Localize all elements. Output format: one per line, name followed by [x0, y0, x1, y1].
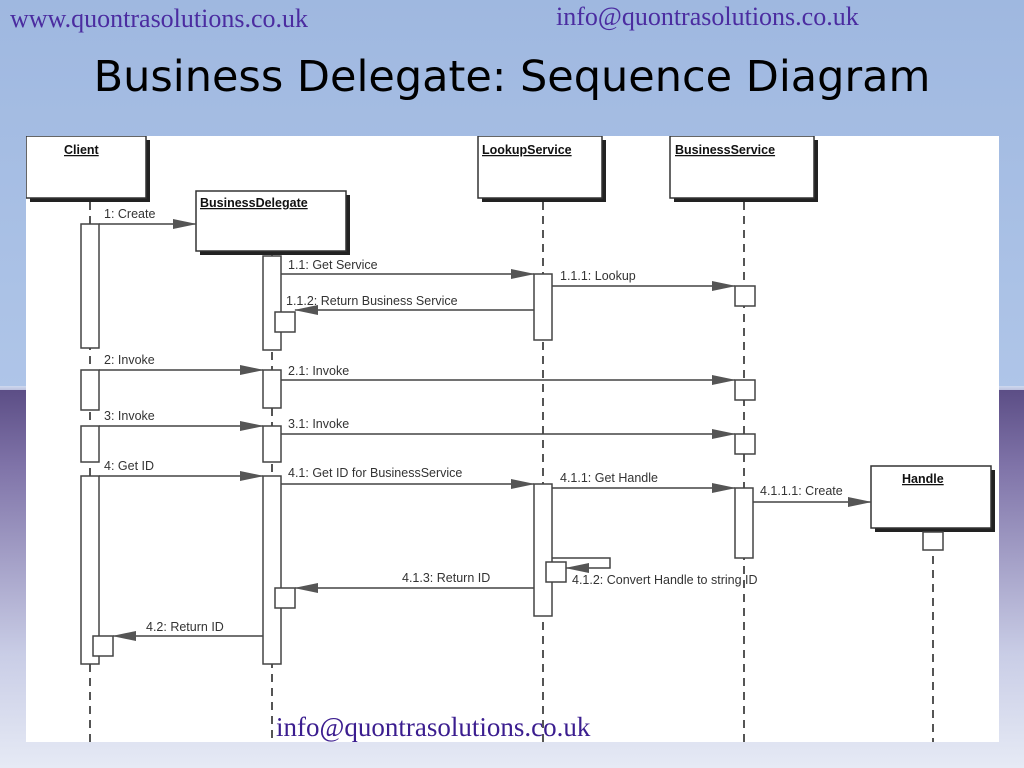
activation-bd-1	[262, 255, 282, 351]
activation-client-3	[80, 425, 100, 463]
label-m31: 3.1: Invoke	[288, 417, 349, 431]
activation-lookup-1	[533, 273, 553, 341]
participant-client-label: Client	[64, 143, 100, 157]
label-m3: 3: Invoke	[104, 409, 155, 423]
activation-client-return	[92, 635, 114, 657]
label-m1: 1: Create	[104, 207, 155, 221]
activation-handle	[922, 531, 944, 551]
label-m4111: 4.1.1.1: Create	[760, 484, 843, 498]
label-m11: 1.1: Get Service	[288, 258, 378, 272]
label-m42: 4.2: Return ID	[146, 620, 224, 634]
participant-lookupservice-label: LookupService	[482, 143, 572, 157]
slide-title: Business Delegate: Sequence Diagram	[93, 52, 931, 102]
participant-handle: Handle	[870, 465, 995, 532]
participant-businessservice-label: BusinessService	[675, 143, 775, 157]
activation-bd-4	[262, 475, 282, 665]
email-link-top[interactable]: info@quontrasolutions.co.uk	[556, 2, 859, 31]
participant-businessservice: BusinessService	[669, 136, 818, 202]
email-link-bottom[interactable]: info@quontrasolutions.co.uk	[276, 712, 591, 742]
activation-client-1	[80, 223, 100, 349]
label-m2: 2: Invoke	[104, 353, 155, 367]
label-m41: 4.1: Get ID for BusinessService	[288, 466, 462, 480]
activation-bd-3	[262, 425, 282, 463]
label-m112: 1.1.2: Return Business Service	[286, 294, 458, 308]
participant-businessdelegate-label: BusinessDelegate	[200, 196, 308, 210]
label-m411: 4.1.1: Get Handle	[560, 471, 658, 485]
activation-bs-2	[734, 379, 756, 401]
label-m111: 1.1.1: Lookup	[560, 269, 636, 283]
activation-bd-return-2	[274, 587, 296, 609]
activation-bd-return-1	[274, 311, 296, 333]
participant-client: Client	[26, 136, 150, 202]
label-m21: 2.1: Invoke	[288, 364, 349, 378]
activation-bd-2	[262, 369, 282, 409]
participant-businessdelegate: BusinessDelegate	[195, 190, 350, 255]
sequence-diagram-canvas: Client BusinessDelegate LookupService Bu…	[26, 136, 995, 742]
label-m4: 4: Get ID	[104, 459, 154, 473]
label-m412: 4.1.2: Convert Handle to string ID	[572, 573, 758, 587]
activation-client-4	[80, 475, 100, 665]
activation-bs-1	[734, 285, 756, 307]
participant-lookupservice: LookupService	[477, 136, 606, 202]
activation-client-2	[80, 369, 100, 411]
website-link[interactable]: www.quontrasolutions.co.uk	[10, 4, 309, 33]
arrow-m412	[552, 557, 611, 573]
label-m413: 4.1.3: Return ID	[402, 571, 490, 585]
activation-lookup-2	[533, 483, 553, 617]
activation-lookup-self	[545, 561, 567, 583]
participant-handle-label: Handle	[902, 472, 944, 486]
sequence-diagram: Client BusinessDelegate LookupService Bu…	[26, 136, 999, 742]
activation-bs-4	[734, 487, 754, 559]
activation-bs-3	[734, 433, 756, 455]
